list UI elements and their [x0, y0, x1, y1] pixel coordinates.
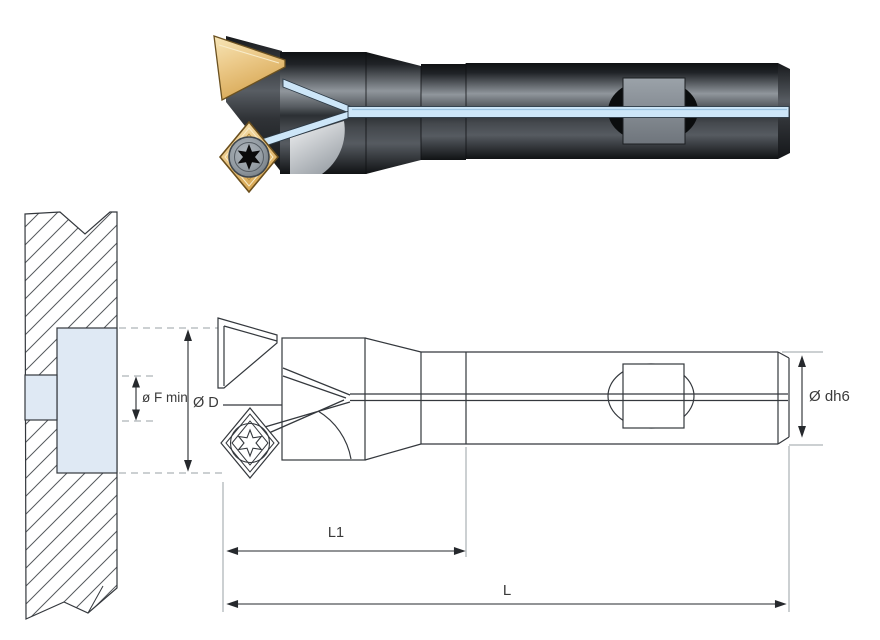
dimension-d-arrow [184, 329, 192, 472]
tool-rendering [213, 35, 790, 194]
workpiece-section [24, 211, 118, 620]
coolant-stripe [347, 106, 790, 118]
dimension-dh6-arrow [798, 355, 806, 438]
insert-top-edge [213, 35, 286, 102]
dimension-labels: ø F min Ø D Ø dh6 L1 L [142, 388, 850, 599]
insert-top-edge-drawing [217, 317, 278, 389]
extension-lines [222, 351, 823, 612]
coolant-lines-drawing [257, 367, 351, 437]
tool-line-drawing [217, 317, 790, 479]
chip-flute [290, 121, 345, 174]
center-channel [350, 393, 788, 402]
through-hole-area [24, 374, 58, 421]
insert-front-drawing [220, 407, 280, 479]
dimension-l-arrow [226, 600, 787, 608]
label-f-min: ø F min [142, 390, 188, 405]
torx-socket-drawing-icon [237, 428, 263, 458]
dimension-l1-arrow [226, 547, 466, 555]
coolant-channel [261, 78, 790, 148]
label-d: Ø D [193, 395, 219, 411]
label-l: L [503, 582, 511, 599]
label-dh6: Ø dh6 [809, 388, 850, 405]
insert-front [218, 120, 280, 194]
projection-lines [119, 327, 222, 474]
counterbore-area [56, 327, 118, 474]
dimensions [132, 329, 806, 608]
flute-arc [317, 410, 352, 460]
label-l1: L1 [328, 525, 344, 541]
break-fold-line [87, 585, 104, 614]
torx-socket-icon [237, 144, 261, 170]
dimension-f-min-arrow [132, 376, 140, 421]
weldon-flat-drawing [607, 363, 695, 429]
